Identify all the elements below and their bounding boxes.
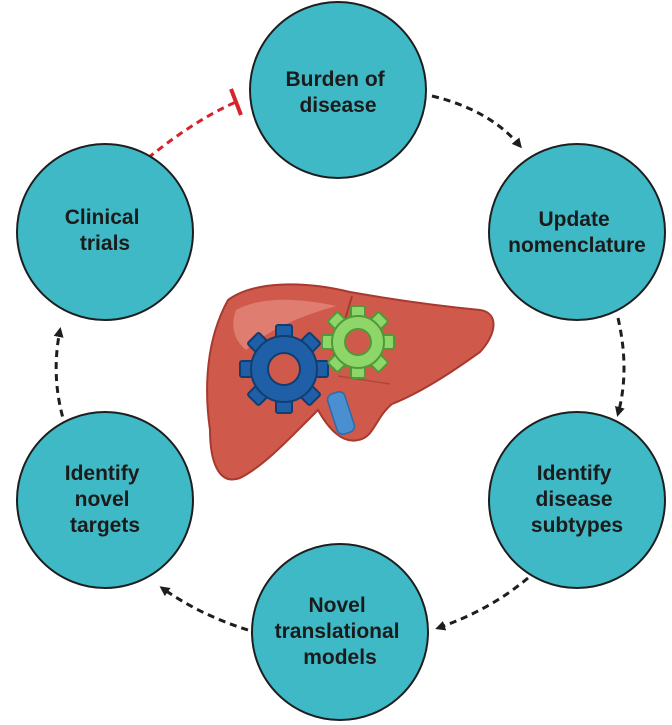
node-nomenclature-line-1: Update — [538, 208, 609, 231]
node-burden-line-2: disease — [299, 94, 376, 117]
liver-with-gears-icon — [206, 283, 495, 481]
node-burden-line-1: Burden of — [286, 68, 386, 91]
node-subtypes-line-3: subtypes — [531, 514, 623, 537]
node-subtypes-line-2: disease — [536, 488, 613, 511]
node-trials-line-1: Clinical — [65, 206, 140, 229]
node-targets-line-1: Identify — [65, 462, 140, 485]
edge-trials-to-burden — [147, 88, 243, 160]
edge-subtypes-to-models — [435, 576, 529, 631]
edge-nomenclature-to-subtypes — [615, 317, 626, 417]
node-models-line-3: models — [303, 646, 377, 669]
edge-models-to-targets — [159, 586, 249, 632]
svg-text:Update nomenclature: Update nomenclature — [508, 208, 646, 257]
node-trials: Clinical trials — [16, 143, 194, 321]
svg-text:Clinical trials: Clinical trials — [65, 206, 146, 255]
node-models-line-2: translational — [275, 620, 400, 643]
edge-targets-to-trials — [53, 327, 68, 429]
edges — [53, 88, 626, 632]
node-targets: Identify novel targets — [16, 411, 194, 589]
gear-blue-icon — [239, 324, 329, 414]
node-nomenclature-line-2: nomenclature — [508, 234, 646, 257]
svg-text:Identify disease s: Identify disease subtypes — [531, 462, 623, 537]
node-nomenclature: Update nomenclature — [488, 143, 666, 321]
svg-text:Identify novel tar: Identify novel targets — [65, 462, 146, 537]
gear-green-icon — [321, 305, 395, 379]
node-models-line-1: Novel — [308, 594, 365, 617]
edge-burden-to-nomenclature — [431, 94, 522, 149]
node-trials-line-2: trials — [80, 232, 130, 255]
node-subtypes: Identify disease subtypes — [488, 411, 666, 589]
node-subtypes-line-1: Identify — [537, 462, 612, 485]
portal-vessel — [326, 391, 356, 435]
node-burden: Burden of disease — [249, 1, 427, 179]
svg-text:Novel translational: Novel translational models — [275, 594, 406, 669]
node-targets-line-2: novel — [75, 488, 130, 511]
node-models: Novel translational models — [251, 543, 429, 721]
node-targets-line-3: targets — [70, 514, 140, 537]
svg-text:Burden of disease: Burden of disease — [286, 68, 391, 117]
